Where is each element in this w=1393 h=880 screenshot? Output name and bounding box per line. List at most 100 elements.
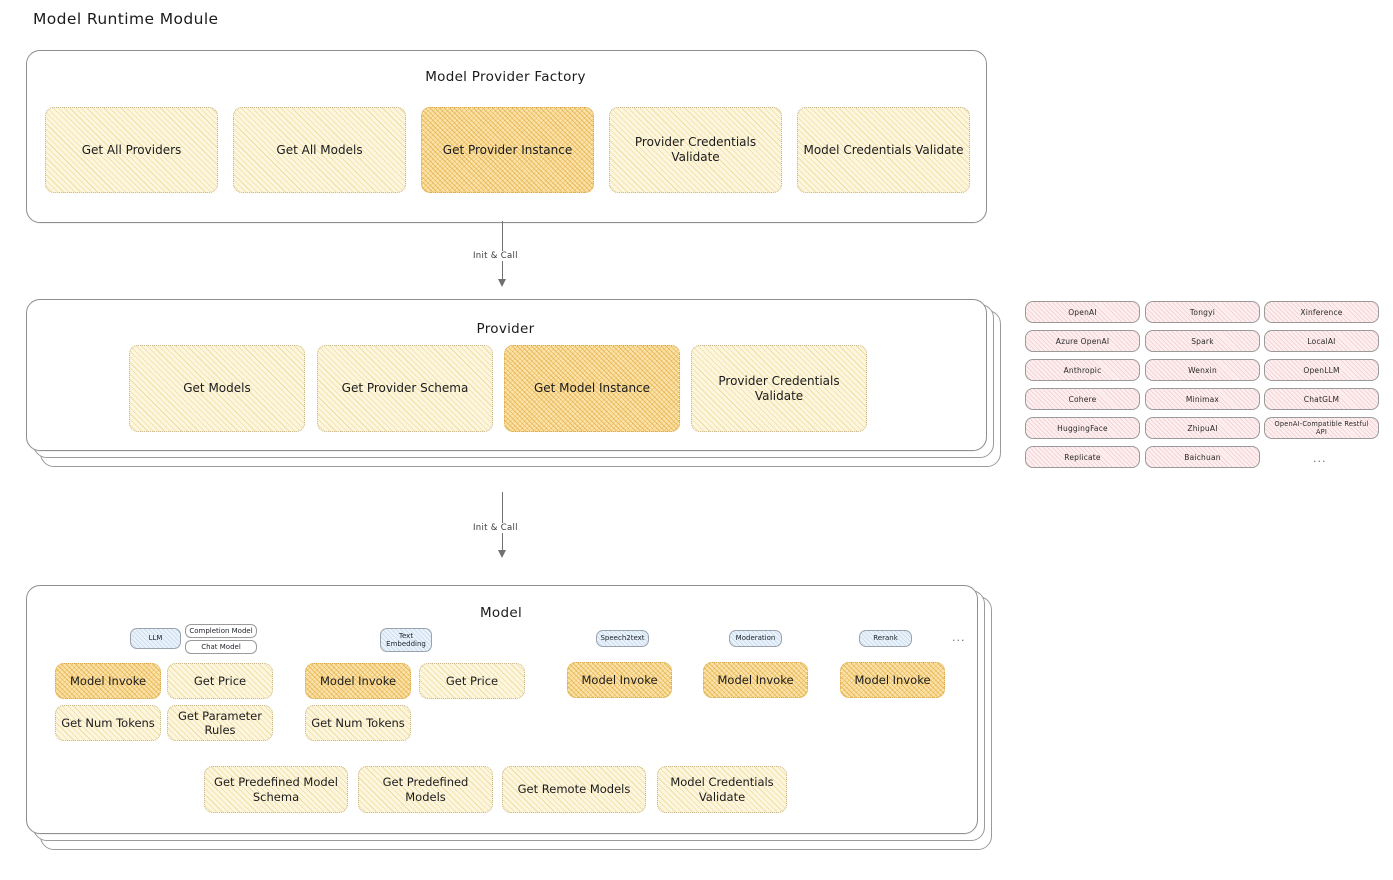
provider-chip-label: OpenLLM [1303, 365, 1340, 375]
provider-chip-xinference[interactable]: Xinference [1264, 301, 1379, 323]
provider-node-label: Get Model Instance [533, 381, 651, 395]
provider-chip-label: ChatGLM [1303, 394, 1340, 404]
text-embedding-method-get-num-tokens[interactable]: Get Num Tokens [305, 705, 411, 741]
llm-method-get-num-tokens[interactable]: Get Num Tokens [55, 705, 161, 741]
provider-chip-label: Cohere [1068, 394, 1097, 404]
model-type-label: Rerank [873, 634, 898, 643]
method-label: Model Invoke [319, 673, 397, 688]
provider-node-get-provider-schema[interactable]: Get Provider Schema [317, 345, 493, 432]
model-type-label: Text Embedding [386, 631, 426, 648]
provider-list-more-ellipsis: ... [1313, 452, 1327, 465]
speech2text-method-model-invoke[interactable]: Model Invoke [567, 662, 672, 698]
method-label: Get Num Tokens [61, 715, 155, 730]
provider-chip-wenxin[interactable]: Wenxin [1145, 359, 1260, 381]
provider-chip-azure-openai[interactable]: Azure OpenAI [1025, 330, 1140, 352]
factory-node-get-all-providers[interactable]: Get All Providers [45, 107, 218, 193]
method-label: Get Num Tokens [311, 715, 405, 730]
arrow-provider-to-model-line [502, 492, 504, 553]
provider-chip-label: Wenxin [1188, 365, 1217, 375]
llm-method-get-price[interactable]: Get Price [167, 663, 273, 699]
provider-node-provider-credentials-validate[interactable]: Provider Credentials Validate [691, 345, 867, 432]
provider-chip-huggingface[interactable]: HuggingFace [1025, 417, 1140, 439]
method-label: Get Predefined Models [382, 775, 469, 804]
provider-chip-openai[interactable]: OpenAI [1025, 301, 1140, 323]
provider-chip-label: OpenAI-Compatible Restful API [1274, 420, 1369, 436]
factory-node-get-provider-instance[interactable]: Get Provider Instance [421, 107, 594, 193]
provider-chip-openllm[interactable]: OpenLLM [1264, 359, 1379, 381]
text-embedding-method-model-invoke[interactable]: Model Invoke [305, 663, 411, 699]
method-label: Get Predefined Model Schema [214, 775, 338, 804]
rerank-method-model-invoke[interactable]: Model Invoke [840, 662, 945, 698]
provider-chip-localai[interactable]: LocalAI [1264, 330, 1379, 352]
model-shared-method-get-remote-models[interactable]: Get Remote Models [502, 766, 646, 813]
provider-node-get-models[interactable]: Get Models [129, 345, 305, 432]
model-type-chip-speech2text[interactable]: Speech2text [596, 630, 649, 647]
model-shared-method-get-predefined-models[interactable]: Get Predefined Models [358, 766, 493, 813]
model-subchip-chat-model[interactable]: Chat Model [185, 640, 257, 654]
provider-chip-zhipuai[interactable]: ZhipuAI [1145, 417, 1260, 439]
provider-node-label: Provider Credentials Validate [718, 373, 840, 403]
provider-chip-label: OpenAI [1068, 307, 1097, 317]
model-subchip-completion-model[interactable]: Completion Model [185, 624, 257, 638]
provider-chip-label: HuggingFace [1057, 423, 1108, 433]
factory-node-label: Provider Credentials Validate [634, 135, 757, 164]
arrow-provider-to-model-label: Init & Call [470, 523, 521, 533]
provider-chip-label: Replicate [1064, 452, 1101, 462]
factory-node-label: Model Credentials Validate [803, 142, 964, 157]
provider-chip-label: Baichuan [1184, 452, 1221, 462]
method-label: Model Credentials Validate [670, 775, 774, 804]
llm-method-model-invoke[interactable]: Model Invoke [55, 663, 161, 699]
method-label: Model Invoke [581, 672, 658, 687]
model-shared-method-model-credentials-validate[interactable]: Model Credentials Validate [657, 766, 787, 813]
provider-chip-baichuan[interactable]: Baichuan [1145, 446, 1260, 468]
factory-node-label: Get Provider Instance [442, 142, 573, 157]
model-type-label: Moderation [735, 634, 776, 643]
provider-chip-replicate[interactable]: Replicate [1025, 446, 1140, 468]
model-subchip-label: Completion Model [189, 627, 253, 635]
provider-node-get-model-instance[interactable]: Get Model Instance [504, 345, 680, 432]
text-embedding-method-get-price[interactable]: Get Price [419, 663, 525, 699]
method-label: Model Invoke [854, 672, 931, 687]
model-types-more-ellipsis: ... [952, 631, 966, 644]
factory-node-model-credentials-validate[interactable]: Model Credentials Validate [797, 107, 970, 193]
page-title: Model Runtime Module [33, 10, 219, 28]
provider-chip-label: Minimax [1185, 394, 1220, 404]
method-label: Get Price [445, 673, 499, 688]
factory-node-label: Get All Providers [81, 142, 182, 157]
model-type-chip-moderation[interactable]: Moderation [729, 630, 782, 647]
model-provider-factory-title: Model Provider Factory [425, 69, 586, 85]
moderation-method-model-invoke[interactable]: Model Invoke [703, 662, 808, 698]
provider-chip-label: Xinference [1300, 307, 1343, 317]
factory-node-get-all-models[interactable]: Get All Models [233, 107, 406, 193]
arrow-factory-to-provider-label: Init & Call [470, 251, 521, 261]
provider-chip-label: LocalAI [1307, 336, 1336, 346]
provider-chip-tongyi[interactable]: Tongyi [1145, 301, 1260, 323]
model-type-chip-rerank[interactable]: Rerank [859, 630, 912, 647]
provider-chip-spark[interactable]: Spark [1145, 330, 1260, 352]
arrow-provider-to-model-head [498, 550, 506, 558]
method-label: Model Invoke [69, 673, 147, 688]
model-type-label: Speech2text [600, 634, 645, 643]
model-title: Model [479, 605, 523, 621]
method-label: Get Parameter Rules [178, 708, 262, 737]
provider-title: Provider [476, 321, 535, 337]
model-shared-method-get-predefined-model-schema[interactable]: Get Predefined Model Schema [204, 766, 348, 813]
model-type-chip-llm[interactable]: LLM [130, 628, 181, 649]
provider-chip-anthropic[interactable]: Anthropic [1025, 359, 1140, 381]
provider-chip-chatglm[interactable]: ChatGLM [1264, 388, 1379, 410]
factory-node-label: Get All Models [276, 142, 363, 157]
factory-node-provider-credentials-validate[interactable]: Provider Credentials Validate [609, 107, 782, 193]
provider-chip-cohere[interactable]: Cohere [1025, 388, 1140, 410]
provider-chip-label: Tongyi [1189, 307, 1216, 317]
model-type-chip-text-embedding[interactable]: Text Embedding [380, 628, 432, 652]
provider-node-label: Get Models [183, 381, 251, 395]
provider-chip-openai-compatible-restful-api[interactable]: OpenAI-Compatible Restful API [1264, 417, 1379, 439]
method-label: Model Invoke [717, 672, 794, 687]
llm-method-get-parameter-rules[interactable]: Get Parameter Rules [167, 705, 273, 741]
provider-chip-label: Azure OpenAI [1055, 336, 1110, 346]
provider-chip-minimax[interactable]: Minimax [1145, 388, 1260, 410]
model-subchip-label: Chat Model [201, 643, 241, 651]
model-type-label: LLM [148, 634, 163, 643]
provider-node-label: Get Provider Schema [341, 381, 469, 395]
